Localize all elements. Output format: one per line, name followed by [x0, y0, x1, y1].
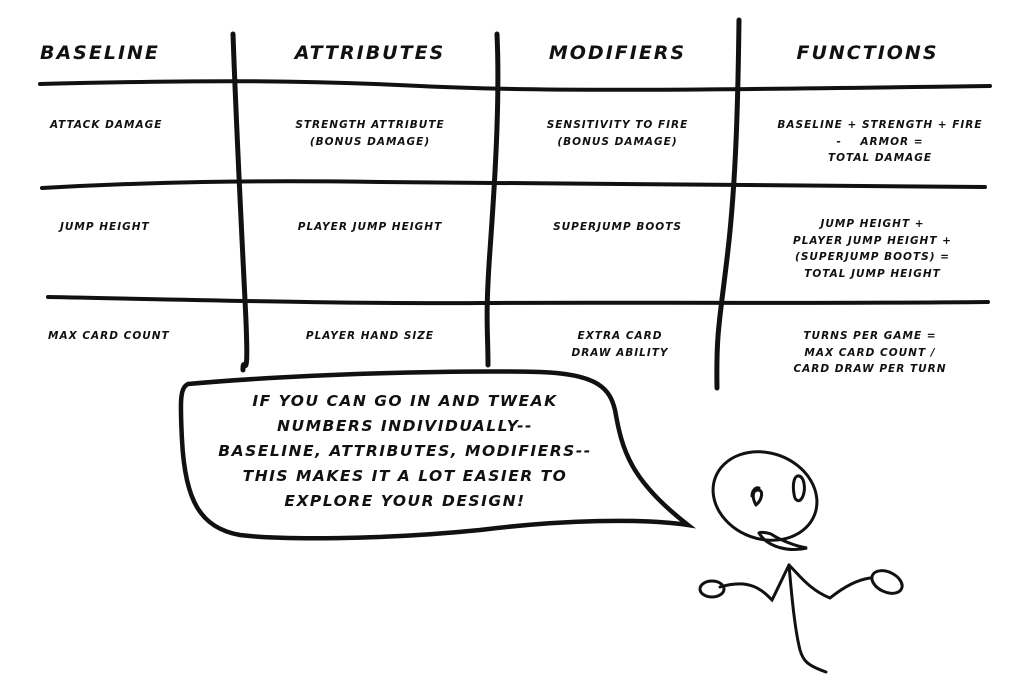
cell-baseline-r1: Attack Damage	[50, 119, 163, 131]
cell-line: Sensitivity to Fire	[546, 119, 689, 131]
cell-line: (Bonus Damage)	[309, 135, 431, 148]
cell-line: Strength Attribute	[295, 119, 445, 131]
cell-modifiers-r1: Sensitivity to Fire (Bonus Damage)	[500, 117, 735, 150]
cell-baseline-r3: Max Card Count	[48, 330, 170, 342]
stick-figure	[698, 450, 904, 674]
cell-functions-r2: Jump Height + Player Jump Height + (Supe…	[745, 216, 1000, 282]
bubble-line: If you can go in and tweak	[252, 392, 558, 410]
bubble-line: explore your design!	[284, 492, 526, 510]
cell-line: Turns per Game =	[803, 330, 937, 342]
cell-line: Baseline + Strength + Fire	[777, 119, 983, 131]
speech-bubble-text: If you can go in and tweak numbers indiv…	[195, 389, 615, 514]
cell-modifiers-r3: Extra Card Draw Ability	[510, 328, 730, 361]
cell-line: Card Draw per Turn	[793, 363, 947, 375]
cell-line: (Superjump Boots) =	[795, 251, 950, 263]
cell-attributes-r1: Strength Attribute (Bonus Damage)	[250, 117, 490, 150]
cell-line: Player Jump Height +	[793, 234, 952, 247]
cell-line: Total Damage	[827, 152, 933, 164]
header-baseline: Baseline	[40, 42, 160, 64]
grid-line-col1	[230, 31, 250, 373]
cell-line: - Armor =	[836, 135, 924, 148]
cell-line: Extra Card	[577, 330, 663, 342]
grid-line-header	[38, 79, 992, 92]
cell-attributes-r3: Player Hand Size	[305, 330, 435, 342]
speech-bubble-outline	[178, 369, 697, 541]
cell-attributes-r2: Player Jump Height	[297, 221, 443, 233]
cell-modifiers-r2: Superjump Boots	[553, 221, 682, 233]
cell-line: Jump Height +	[820, 218, 925, 230]
cell-baseline-r2: Jump Height	[60, 221, 150, 233]
grid-line-col2	[484, 31, 501, 368]
cell-line: Draw Ability	[571, 346, 669, 359]
bubble-line: this makes it a lot easier to	[242, 467, 568, 485]
bubble-line: Baseline, Attributes, Modifiers--	[218, 442, 592, 460]
cell-functions-r3: Turns per Game = Max Card Count / Card D…	[740, 328, 1000, 378]
header-attributes: Attributes	[294, 42, 446, 64]
grid-line-row1	[40, 179, 987, 190]
header-modifiers: Modifiers	[548, 42, 687, 64]
cell-line: Total Jump Height	[804, 267, 941, 280]
cell-functions-r1: Baseline + Strength + Fire - Armor = Tot…	[745, 117, 1015, 167]
cell-line: (Bonus Damage)	[557, 135, 678, 148]
cell-line: Max Card Count /	[804, 346, 936, 359]
bubble-line: numbers individually--	[277, 417, 533, 435]
grid-line-row2	[46, 295, 990, 306]
grid-line-col3	[714, 17, 742, 391]
header-functions: Functions	[796, 42, 939, 64]
